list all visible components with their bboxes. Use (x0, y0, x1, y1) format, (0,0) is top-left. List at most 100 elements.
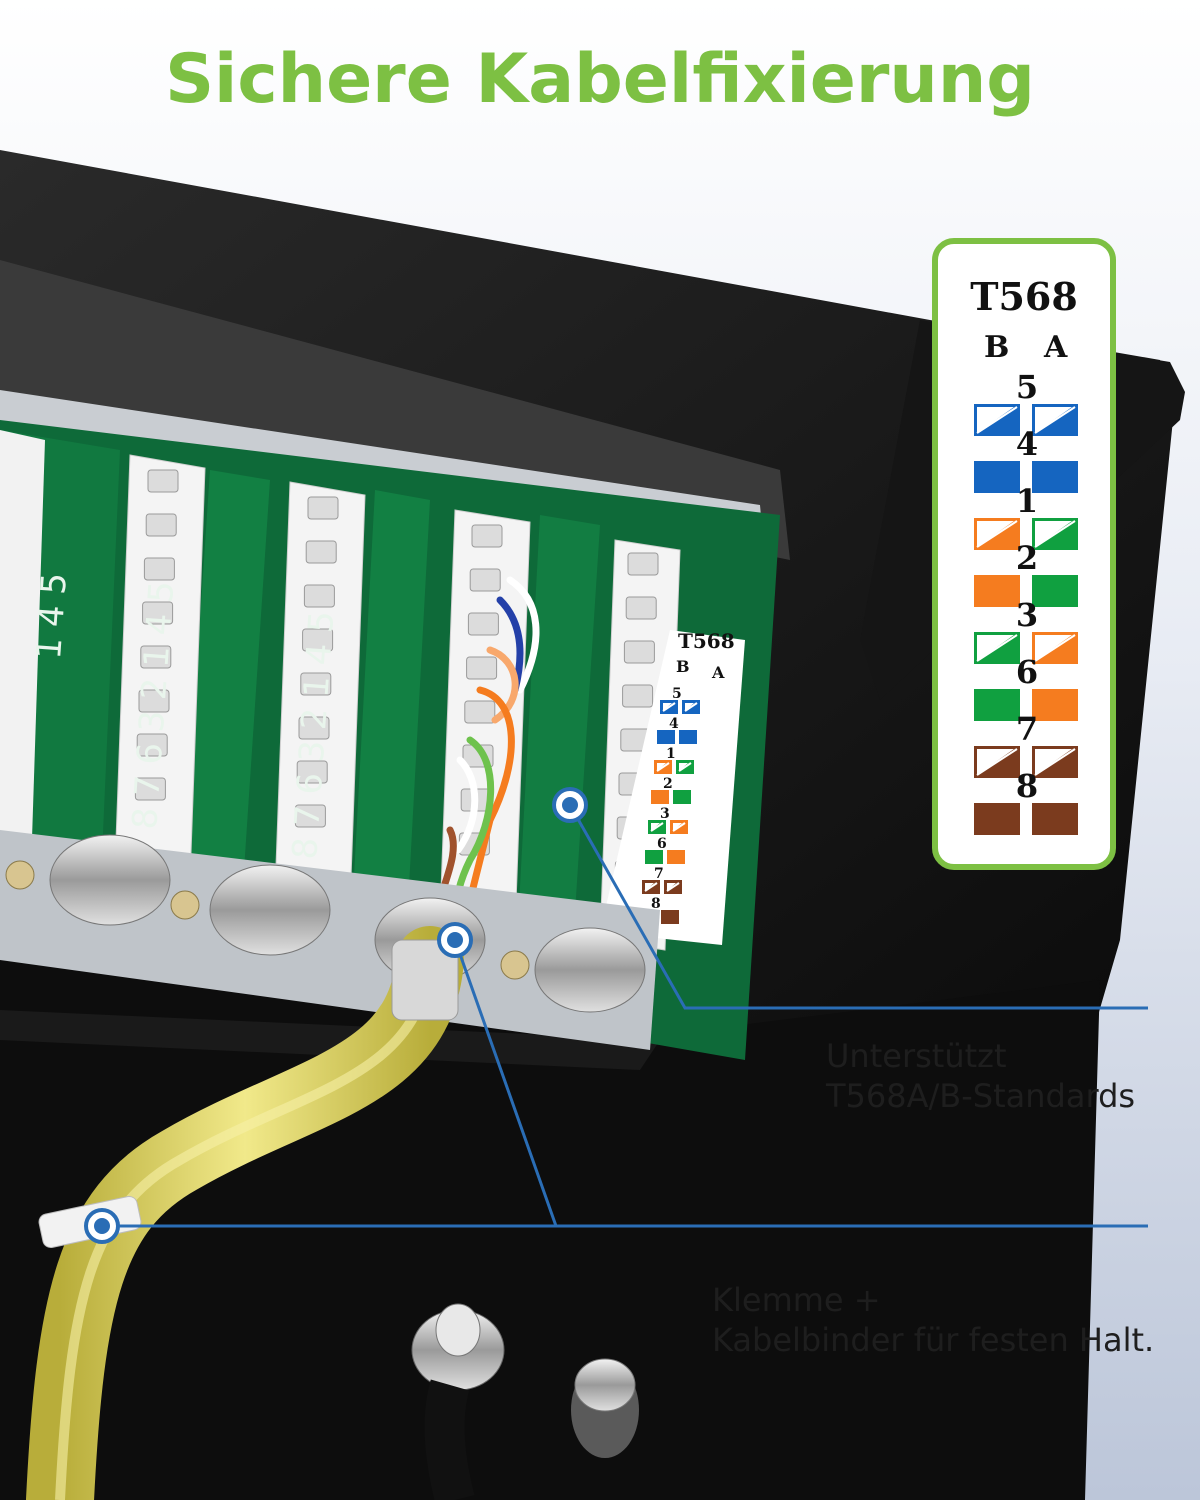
clamp-1 (49, 834, 171, 926)
idc-slot (464, 700, 496, 724)
board-swatch-a (667, 850, 685, 864)
idc-slot (622, 684, 654, 708)
idc-slot (307, 496, 339, 520)
board-swatch-b (657, 730, 675, 744)
board-pin-number: 1 (666, 746, 676, 762)
board-pin-number: 8 (651, 896, 661, 912)
idc-slot (471, 524, 503, 548)
idc-slot (294, 804, 326, 828)
cable-shield (391, 939, 459, 1021)
legend-pin-number: 2 (1015, 539, 1039, 577)
board-wiring-legend: T568 B A 5 4 1 2 3 6 7 8 (600, 629, 745, 945)
legend-swatch-a-5 (1032, 404, 1078, 436)
board-legend-swatches: 5 4 1 2 3 6 7 8 (639, 686, 700, 924)
legend-swatch-b-5 (974, 404, 1020, 436)
board-swatch-a (664, 880, 682, 894)
callout-markers (84, 787, 588, 1244)
idc-slot (467, 612, 499, 636)
board-legend-col-a: A (711, 663, 725, 682)
board-pin-number: 4 (669, 716, 679, 732)
board-swatch-a (679, 730, 697, 744)
callout-lines (102, 804, 1148, 1228)
board-swatch-a (661, 910, 679, 924)
board-swatch-b (660, 700, 678, 714)
callout-standards-line-2: T568A/B-Standards (826, 1077, 1136, 1115)
cable-clamps (0, 830, 660, 1050)
idc-slot (143, 557, 175, 581)
legend-pin-number: 5 (1015, 368, 1039, 406)
board-swatch-a (673, 790, 691, 804)
legend-pin-number: 1 (1015, 482, 1039, 520)
idc-slot (134, 777, 166, 801)
legend-pin-number: 8 (1015, 767, 1039, 805)
ground-stud (411, 1303, 505, 1500)
legend-swatch-a-3 (1032, 632, 1078, 664)
callout-clamp-line-1: Klemme + (712, 1281, 881, 1319)
module-label-1: 1 4 5 (29, 572, 75, 661)
idc-slot (145, 513, 177, 537)
legend-title: T568 (970, 274, 1078, 319)
board-pin-number: 3 (660, 806, 670, 822)
board-pin-number: 6 (657, 836, 667, 852)
board-pin-number: 7 (654, 866, 664, 882)
legend-swatch-a-2 (1032, 575, 1078, 607)
clamp-4 (534, 927, 646, 1013)
board-legend-title: T568 (678, 629, 735, 653)
idc-slot (627, 552, 659, 576)
legend-pin-number: 7 (1015, 710, 1039, 748)
idc-slot (466, 656, 498, 680)
board-swatch-a (682, 700, 700, 714)
idc-slot (625, 596, 657, 620)
idc-slot (623, 640, 655, 664)
screw-1 (5, 860, 35, 890)
board-pin-number: 2 (663, 776, 673, 792)
idc-module-1 (0, 430, 45, 900)
board-swatch-b (642, 880, 660, 894)
idc-slot (142, 601, 174, 625)
legend-swatch-b-8 (974, 803, 1020, 835)
board-swatch-a (676, 760, 694, 774)
legend-pin-number: 4 (1015, 425, 1039, 463)
legend-swatch-b-2 (974, 575, 1020, 607)
idc-slot (302, 628, 334, 652)
board-swatch-b (654, 760, 672, 774)
legend-pin-number: 6 (1015, 653, 1039, 691)
callout-standards: Unterstützt T568A/B-Standards (826, 1036, 1135, 1116)
idc-slot (140, 645, 172, 669)
page-title: Sichere Kabelfixierung (165, 40, 1035, 119)
screw-2 (170, 890, 200, 920)
legend-swatch-a-1 (1032, 518, 1078, 550)
legend-column-a: A (1044, 330, 1068, 365)
legend-swatch-b-7 (974, 746, 1020, 778)
legend-swatch-b-1 (974, 518, 1020, 550)
idc-slot (298, 716, 330, 740)
idc-slot (300, 672, 332, 696)
thumbscrew (571, 1358, 639, 1458)
legend-swatch-a-7 (1032, 746, 1078, 778)
callout-standards-line-1: Unterstützt (826, 1037, 1007, 1075)
idc-slot (305, 540, 337, 564)
board-swatch-b (651, 790, 669, 804)
t568-legend-card: T568 B A 5 4 1 2 3 6 7 8 (932, 238, 1116, 870)
legend-swatch-a-6 (1032, 689, 1078, 721)
callout-clamp-line-2: Kabelbinder für festen Halt. (712, 1321, 1155, 1359)
legend-swatch-a-8 (1032, 803, 1078, 835)
idc-slot (147, 469, 179, 493)
legend-column-b: B (984, 330, 1010, 365)
callout-clamp: Klemme + Kabelbinder für festen Halt. (712, 1280, 1154, 1360)
legend-swatch-b-4 (974, 461, 1020, 493)
board-legend-col-b: B (676, 657, 690, 676)
idc-slot (136, 733, 168, 757)
idc-slot (469, 568, 501, 592)
clamp-2 (209, 864, 331, 956)
legend-pin-number: 3 (1015, 596, 1039, 634)
legend-swatch-a-4 (1032, 461, 1078, 493)
idc-slot (138, 689, 170, 713)
legend-swatch-b-6 (974, 689, 1020, 721)
legend-swatches (974, 404, 1078, 835)
screw-3 (500, 950, 530, 980)
board-pin-number: 5 (672, 686, 682, 702)
board-swatch-b (645, 850, 663, 864)
board-swatch-b (648, 820, 666, 834)
legend-swatch-b-3 (974, 632, 1020, 664)
